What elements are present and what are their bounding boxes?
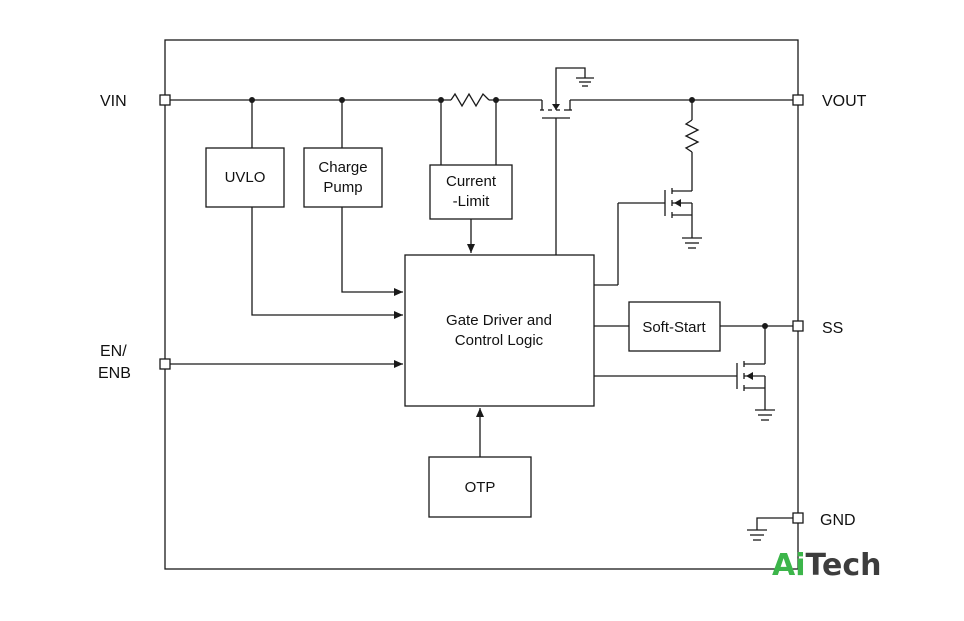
gnd-pin — [792, 512, 804, 524]
soft-start-block — [628, 301, 721, 352]
otp-block — [428, 456, 532, 518]
vout-rail — [570, 97, 793, 190]
ss-mosfet — [594, 326, 775, 421]
current-limit-block — [429, 164, 513, 220]
uvlo-block — [205, 147, 285, 208]
current-limit-label-line2: -Limit — [453, 193, 490, 210]
gate-driver-label-line1: Gate Driver and — [446, 312, 552, 329]
charge-pump-block — [303, 147, 383, 208]
vin-label: VIN — [100, 93, 127, 110]
soft-start-label: Soft-Start — [642, 319, 706, 336]
vout-label: VOUT — [822, 93, 867, 110]
otp-label: OTP — [465, 479, 496, 496]
gate-driver-label-line2: Control Logic — [455, 332, 544, 349]
chip-outline — [164, 39, 799, 570]
uvlo-label: UVLO — [225, 169, 266, 186]
pass-mosfet — [540, 67, 594, 255]
gnd-label: GND — [820, 512, 856, 529]
aitech-logo: AiTech — [772, 548, 881, 583]
discharge-mosfet — [594, 188, 702, 286]
vin-pin — [159, 94, 171, 106]
charge-pump-label-line1: Charge — [318, 159, 367, 176]
ss-pin — [792, 320, 804, 332]
ss-label: SS — [822, 320, 843, 337]
charge-pump-label-line2: Pump — [323, 179, 362, 196]
gate-driver-block — [404, 254, 595, 407]
gnd-ground-symbol — [747, 517, 793, 541]
current-limit-label-line1: Current — [446, 173, 497, 190]
vout-pin — [792, 94, 804, 106]
en-label-line1: EN/ — [100, 343, 127, 360]
en-pin — [159, 358, 171, 370]
en-label-line2: ENB — [98, 365, 131, 382]
vin-rail — [170, 92, 542, 108]
